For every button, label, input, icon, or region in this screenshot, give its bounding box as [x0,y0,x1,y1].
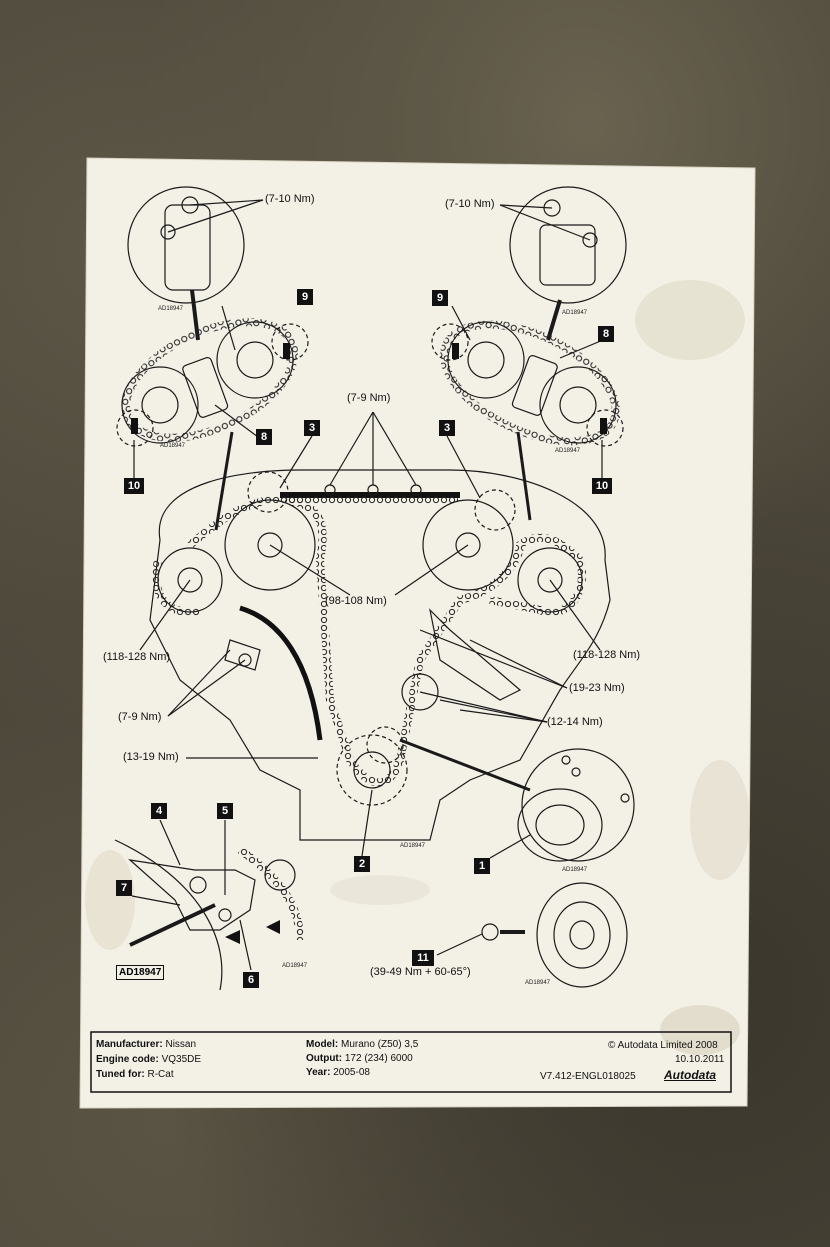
document-code: V7.412-ENGL018025 [540,1071,636,1082]
ref-code-box: AD18947 [116,965,165,980]
year-label: Year: [306,1067,331,1078]
callout-3-right: 3 [439,420,455,436]
torque-label-lower-guide: (12-14 Nm) [547,716,603,728]
tuned-label: Tuned for: [96,1069,145,1080]
torque-label-crank-bolt: (39-49 Nm + 60-65°) [370,966,471,978]
ref-code: AD18947 [400,843,426,849]
callout-1: 1 [474,858,490,874]
ref-code: AD18947 [525,980,551,986]
torque-label-tensioner-left: (7-10 Nm) [265,193,315,205]
model-label: Model: [306,1039,339,1050]
torque-label-left-sprocket: (118-128 Nm) [103,651,171,663]
autodata-logo: Autodata [664,1068,716,1082]
torque-label-guide-bolts: (7-9 Nm) [118,711,162,723]
ref-code: AD18947 [555,448,581,454]
output-value: 172 (234) 6000 [344,1053,413,1064]
arrow-left-icon [266,920,280,934]
tuned-row: Tuned for: R-Cat [96,1069,174,1080]
manufacturer-value: Nissan [165,1039,197,1050]
info-box [90,1031,732,1093]
callout-7: 7 [116,880,132,896]
ref-code: AD18947 [562,867,588,873]
paper-sheet [79,157,756,1109]
callout-10-left: 10 [124,478,144,494]
callout-11: 11 [412,950,434,966]
callout-6: 6 [243,972,259,988]
print-date: 10.10.2011 [675,1054,725,1065]
torque-label-tensioner-right: (7-10 Nm) [445,198,495,210]
callout-9-left: 9 [297,289,313,305]
tuned-value: R-Cat [147,1069,174,1080]
engine-label: Engine code: [96,1054,159,1065]
copyright: © Autodata Limited 2008 [608,1040,718,1051]
year-row: Year: 2005-08 [306,1067,370,1078]
callout-4: 4 [151,803,167,819]
output-label: Output: [306,1053,343,1064]
callout-10-right: 10 [592,478,612,494]
callout-8-left: 8 [256,429,272,445]
torque-label-top-guide: (7-9 Nm) [347,392,391,404]
model-value: Murano (Z50) 3,5 [341,1039,419,1050]
engine-row: Engine code: VQ35DE [96,1054,201,1065]
torque-label-tensioner-arm: (19-23 Nm) [569,682,625,694]
engine-value: VQ35DE [161,1054,202,1065]
ref-code: AD18947 [158,306,184,312]
callout-5: 5 [217,803,233,819]
torque-label-right-sprocket: (118-128 Nm) [573,649,641,661]
callout-8-right: 8 [598,326,614,342]
ref-code: AD18947 [282,963,308,969]
callout-3-left: 3 [304,420,320,436]
manufacturer-row: Manufacturer: Nissan [96,1039,196,1050]
torque-label-camshaft: (98-108 Nm) [325,595,387,607]
manufacturer-label: Manufacturer: [96,1039,163,1050]
ref-code: AD18947 [562,310,588,316]
year-value: 2005-08 [333,1067,370,1078]
callout-9-right: 9 [432,290,448,306]
output-row: Output: 172 (234) 6000 [306,1053,413,1064]
torque-label-tensioner-pivot: (13-19 Nm) [123,751,179,763]
model-row: Model: Murano (Z50) 3,5 [306,1039,418,1050]
ref-code: AD18947 [160,443,186,449]
arrow-left-icon [225,930,240,944]
callout-2: 2 [354,856,370,872]
